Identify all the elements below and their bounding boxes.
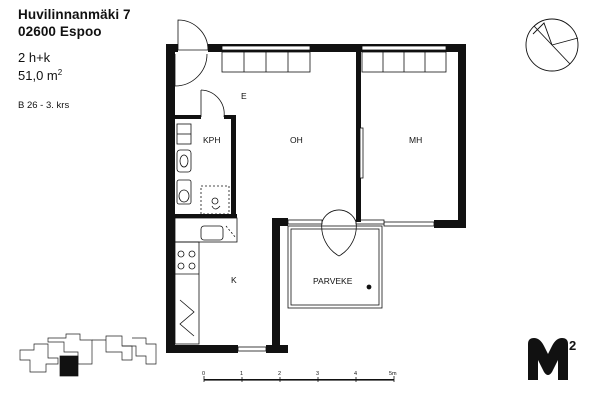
- floor-area: 51,0 m2: [18, 65, 131, 83]
- logo-superscript: 2: [569, 338, 576, 353]
- interior-walls: [175, 52, 361, 222]
- room-label-kitchen: K: [231, 275, 237, 285]
- floor-plan: E KPH OH MH K PARVEKE: [166, 19, 466, 353]
- floor-area-unit-sup: 2: [57, 68, 63, 77]
- balcony-door: [321, 209, 357, 257]
- listing-info: Huvilinnanmäki 7 02600 Espoo 2 h+k 51,0 …: [18, 6, 131, 111]
- room-count: 2 h+k: [18, 50, 51, 65]
- scale-bar: 0 1 2 3 4 5m: [202, 371, 397, 382]
- scale-tick-0: 0: [202, 371, 205, 377]
- room-label-bedroom: MH: [409, 135, 422, 145]
- scale-tick-3: 3: [316, 371, 319, 377]
- room-label-bathroom: KPH: [203, 135, 220, 145]
- building-floor: B 26 - 3. krs: [18, 100, 70, 111]
- room-label-entrance: E: [241, 91, 247, 101]
- scale-tick-5: 5m: [389, 371, 397, 377]
- room-label-living: OH: [290, 135, 303, 145]
- outer-walls: [166, 44, 466, 353]
- room-label-balcony: PARVEKE: [313, 276, 353, 286]
- sliding-door: [359, 127, 364, 179]
- wall-cabinets: [221, 51, 447, 73]
- bathroom-fixtures: [176, 123, 230, 215]
- floor-area-value: 51,0 m: [18, 68, 58, 83]
- windows: [221, 45, 447, 352]
- entrance-door: [174, 19, 209, 87]
- north-arrow-icon: [525, 18, 579, 72]
- scale-tick-4: 4: [354, 371, 357, 377]
- kitchen-fixtures: [174, 217, 238, 345]
- bathroom-door: [200, 89, 225, 118]
- scale-tick-2: 2: [278, 371, 281, 377]
- scale-tick-1: 1: [240, 371, 243, 377]
- site-plan-thumbnail: [19, 333, 157, 377]
- postal-city: 02600 Espoo: [18, 24, 102, 39]
- m2-brand-logo-icon: 2: [528, 338, 576, 380]
- balcony-outline: [287, 225, 383, 309]
- street-address: Huvilinnanmäki 7: [18, 7, 131, 22]
